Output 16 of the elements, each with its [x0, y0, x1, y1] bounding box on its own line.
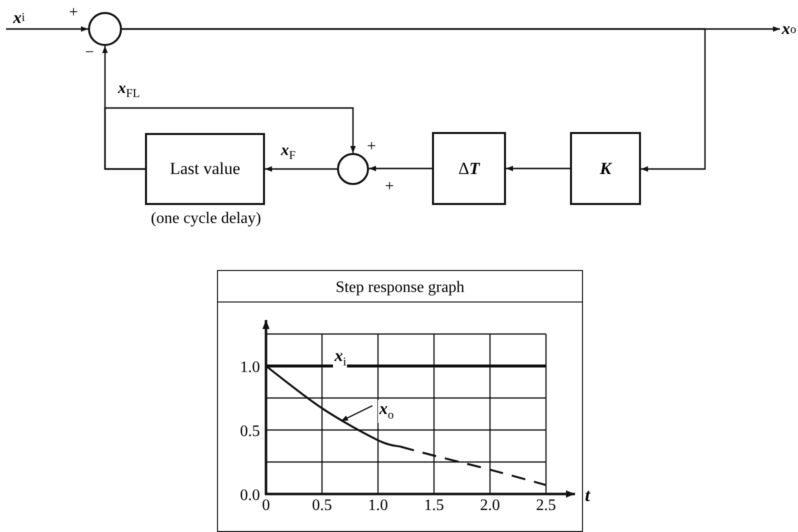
tick-label: 0 [262, 497, 270, 514]
series-label: x$_{o}$ [378, 400, 395, 423]
tick-label: 2.5 [536, 497, 556, 514]
chart-title: Step response graph [336, 279, 464, 296]
tick-label: 0.5 [312, 497, 332, 514]
tick-label: 2.0 [480, 497, 500, 514]
sign-label: + [384, 178, 396, 196]
tick-label: 1.0 [240, 359, 260, 376]
axis-label: t [584, 486, 592, 504]
tick-label: 0.5 [240, 423, 260, 440]
tick-label: 0.0 [240, 487, 260, 504]
sign-label: + [366, 138, 378, 156]
sign-label: − [84, 44, 96, 62]
tick-label: 1.0 [368, 497, 388, 514]
sign-label: + [68, 4, 80, 22]
tick-label: 1.5 [424, 497, 444, 514]
